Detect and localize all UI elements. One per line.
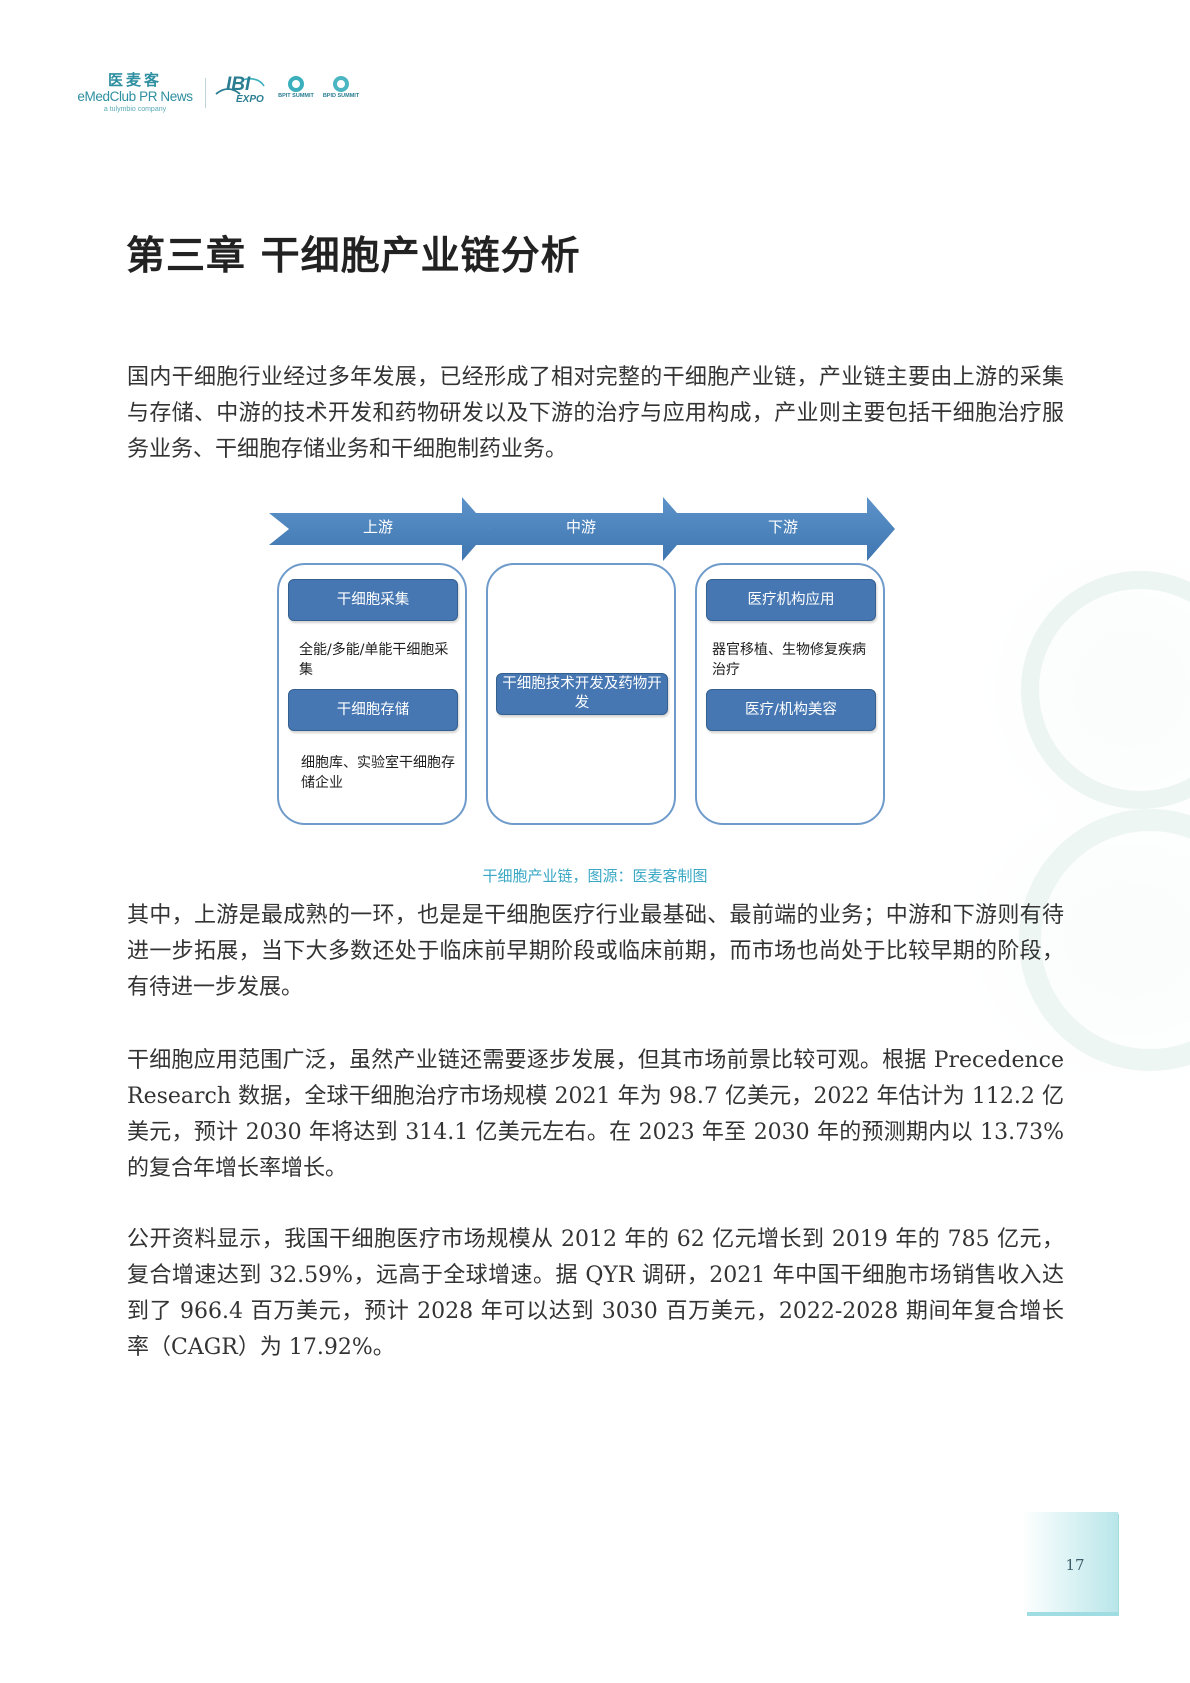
stem-cell-collection-note: 全能/多能/单能干细胞采集 bbox=[299, 642, 449, 678]
downstream-arrow bbox=[668, 497, 895, 561]
logo-chinese-text: 医麦客 bbox=[107, 71, 162, 89]
logo-separator bbox=[205, 78, 206, 108]
stem-cell-storage-note: 细胞库、实验室干细胞存储企业 bbox=[301, 755, 455, 791]
upstream-arrow bbox=[269, 497, 490, 561]
medical-beauty-box: 医疗/机构美容 bbox=[706, 689, 876, 731]
ibi-logo-text: IBI bbox=[226, 74, 251, 95]
tech-drug-development-box: 干细胞技术开发及药物开发 bbox=[496, 673, 668, 715]
industry-chain-diagram: 上游 中游 下游 干细胞采集 全能/多能/单能干细胞采集 干细胞存储 细胞库、实… bbox=[265, 495, 900, 835]
bpid-summit-logo: BPID SUMMIT bbox=[321, 76, 361, 100]
stage-arrows bbox=[269, 497, 895, 561]
upstream-panel: 干细胞采集 全能/多能/单能干细胞采集 干细胞存储 细胞库、实验室干细胞存储企业 bbox=[277, 563, 467, 825]
bpid-circle-icon bbox=[333, 76, 349, 92]
midstream-panel: 干细胞技术开发及药物开发 bbox=[486, 563, 676, 825]
medical-application-note: 器官移植、生物修复疾病治疗 bbox=[712, 642, 866, 678]
ibi-swoosh-icon bbox=[215, 78, 265, 95]
bpit-summit-logo: BPIT SUMMIT bbox=[276, 76, 316, 100]
stage-label-midstream: 中游 bbox=[565, 518, 596, 536]
paragraph-intro: 国内干细胞行业经过多年发展，已经形成了相对完整的干细胞产业链，产业链主要由上游的… bbox=[127, 365, 1064, 462]
paragraph-china-market: 公开资料显示，我国干细胞医疗市场规模从 2012 年的 62 亿元增长到 201… bbox=[127, 1227, 1064, 1360]
paragraph-global-market: 干细胞应用范围广泛，虽然产业链还需要逐步发展，但其市场前景比较可观。根据 Pre… bbox=[127, 1048, 1064, 1181]
bpit-summit-text: BPIT SUMMIT bbox=[278, 93, 314, 99]
stage-label-downstream: 下游 bbox=[767, 518, 798, 536]
bpit-circle-icon bbox=[288, 76, 304, 92]
paragraph-upstream-maturity: 其中，上游是最成熟的一环，也是是干细胞医疗行业最基础、最前端的业务；中游和下游则… bbox=[127, 903, 1064, 1000]
diagram-caption: 干细胞产业链，图源：医麦客制图 bbox=[482, 867, 708, 885]
bpid-summit-text: BPID SUMMIT bbox=[322, 93, 360, 99]
downstream-panel: 医疗机构应用 器官移植、生物修复疾病治疗 医疗/机构美容 bbox=[695, 563, 885, 825]
midstream-arrow bbox=[467, 497, 691, 561]
stem-cell-collection-box: 干细胞采集 bbox=[288, 579, 458, 621]
emedclub-logo: 医麦客 eMedClub PR News a tulymbio company bbox=[70, 72, 200, 114]
chapter-title: 第三章 干细胞产业链分析 bbox=[126, 234, 581, 279]
page-number-block bbox=[1022, 1512, 1118, 1612]
ibi-expo-logo: IBI EXPO bbox=[214, 74, 266, 108]
ibi-logo-subtext: EXPO bbox=[236, 94, 264, 105]
stem-cell-storage-box: 干细胞存储 bbox=[288, 689, 458, 731]
stage-label-upstream: 上游 bbox=[362, 518, 393, 536]
logo-english-text: eMedClub PR News bbox=[77, 89, 193, 104]
medical-institution-box: 医疗机构应用 bbox=[706, 579, 876, 621]
page-number: 17 bbox=[1065, 1556, 1085, 1574]
logo-tagline: a tulymbio company bbox=[103, 106, 167, 113]
